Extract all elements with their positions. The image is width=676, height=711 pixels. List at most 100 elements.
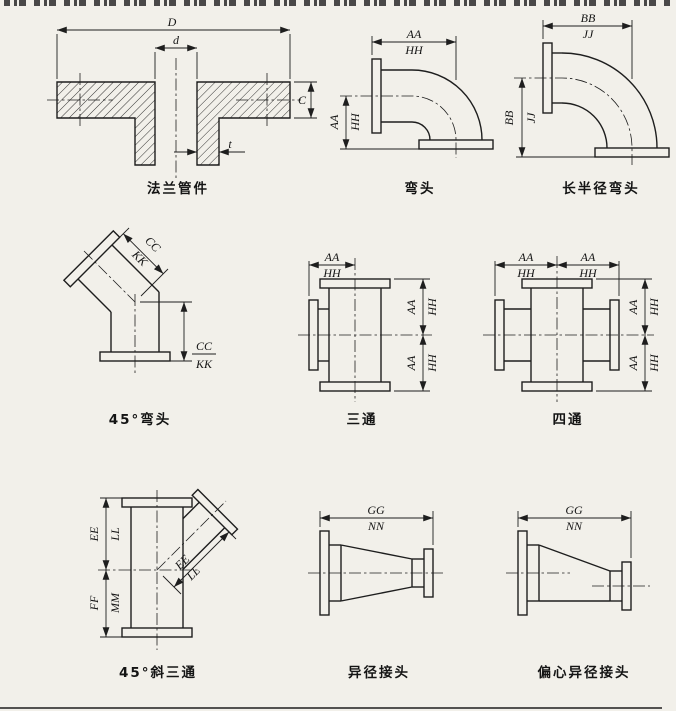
dim-label-AA: AA <box>406 27 422 41</box>
dim-label-AA: AA <box>626 299 640 315</box>
outline <box>517 530 632 616</box>
dim-label-HH: HH <box>578 266 598 280</box>
caption-45-lateral-tee: 45°斜三通 <box>119 664 197 681</box>
dimensions: EE LL FF MM EE LL <box>87 497 237 638</box>
dim-label-d: d <box>173 33 180 47</box>
flange-plate <box>418 139 494 150</box>
flange-plate <box>121 497 193 508</box>
hatched-section-right <box>196 81 291 166</box>
dim-label-HH: HH <box>348 112 362 132</box>
figure-45-lateral-tee: EE LL FF MM EE LL 45°斜三通 <box>87 488 239 681</box>
dimensions: GG NN <box>517 503 632 558</box>
figure-reducer: GG NN 异径接头 <box>308 503 446 681</box>
dim-label-HH: HH <box>322 266 342 280</box>
dim-label-LL: LL <box>108 527 122 542</box>
centerlines <box>98 490 227 650</box>
dim-label-KK: KK <box>129 247 152 270</box>
outline <box>494 278 620 392</box>
centerlines <box>298 258 432 402</box>
flange-plate <box>319 530 330 616</box>
dimensions: AA HH AA HH AA HH <box>308 250 439 392</box>
figure-elbow: AA HH AA HH 弯头 <box>327 27 494 197</box>
centerlines <box>483 256 654 402</box>
hatched-section-left <box>56 81 156 166</box>
dim-label-AA: AA <box>327 114 341 130</box>
dimensions: D d C t <box>56 15 317 156</box>
dimensions: CC KK CC KK <box>119 227 216 371</box>
flange-plate <box>319 278 391 289</box>
caption-cross: 四通 <box>553 412 584 428</box>
dim-label-BB: BB <box>581 11 596 25</box>
dim-label-FF: FF <box>87 595 101 611</box>
dim-label-HH: HH <box>425 353 439 373</box>
centerline <box>514 77 633 165</box>
dim-label-AA: AA <box>324 250 340 264</box>
centerlines <box>506 572 650 587</box>
dim-label-t: t <box>228 137 232 151</box>
dimensions: GG NN <box>319 503 434 545</box>
flange-plate <box>121 627 193 638</box>
flange-plate <box>494 299 505 371</box>
centerlines <box>83 250 136 374</box>
figure-flanged-fitting: D d C t 法兰管件 <box>47 15 317 197</box>
dim-label-NN: NN <box>565 519 583 533</box>
outline <box>542 42 670 158</box>
dim-label-JJ: JJ <box>583 27 594 41</box>
caption-eccentric-reducer: 偏心异径接头 <box>538 664 631 681</box>
dim-label-AA: AA <box>404 299 418 315</box>
dimensions: AA HH AA HH AA HH AA HH <box>494 250 661 392</box>
flange-plate <box>308 299 319 371</box>
flange-plate <box>319 381 391 392</box>
clipped-text-bottom <box>0 707 662 709</box>
dim-label-HH: HH <box>647 353 661 373</box>
dim-label-JJ: JJ <box>524 112 538 123</box>
figure-tee: AA HH AA HH AA HH 三通 <box>298 250 439 428</box>
dim-label-KK: KK <box>195 357 213 371</box>
dim-label-GG: GG <box>565 503 583 517</box>
centerline <box>340 95 457 158</box>
dim-label-AA: AA <box>518 250 534 264</box>
section-outline <box>56 81 291 166</box>
dimensions: BB JJ BB JJ <box>502 11 633 158</box>
flange-plate <box>609 299 620 371</box>
centerlines <box>47 58 301 180</box>
outline <box>62 229 171 362</box>
flange-plate <box>521 381 593 392</box>
flange-plate <box>62 229 121 288</box>
flange-plate <box>542 42 553 114</box>
dim-label-CC: CC <box>142 234 164 256</box>
dim-label-EE: EE <box>87 526 101 542</box>
dim-label-AA: AA <box>580 250 596 264</box>
figure-eccentric-reducer: GG NN 偏心异径接头 <box>506 503 650 681</box>
outline <box>308 278 391 392</box>
flange-plate <box>371 58 382 134</box>
dim-label-HH: HH <box>404 43 424 57</box>
dim-label-MM: MM <box>108 592 122 614</box>
flange-plate <box>517 530 528 616</box>
clipped-text-top <box>4 0 672 6</box>
dim-label-D: D <box>167 15 177 29</box>
dim-label-HH: HH <box>647 297 661 317</box>
flange-plate <box>621 561 632 611</box>
flange-plate <box>423 548 434 598</box>
caption-tee: 三通 <box>347 412 378 428</box>
flange-plate <box>521 278 593 289</box>
caption-long-radius-elbow: 长半径弯头 <box>562 180 640 197</box>
dim-label-HH: HH <box>516 266 536 280</box>
figure-long-radius-elbow: BB JJ BB JJ 长半径弯头 <box>502 11 670 197</box>
dim-label-BB: BB <box>502 110 516 125</box>
dim-label-CC: CC <box>196 339 213 353</box>
dimensions: AA HH AA HH <box>327 27 457 150</box>
outline <box>319 530 434 616</box>
dim-label-C: C <box>298 93 307 107</box>
caption-flange: 法兰管件 <box>147 180 209 197</box>
outline <box>371 58 494 150</box>
dim-label-AA: AA <box>404 355 418 371</box>
dim-label-AA: AA <box>626 355 640 371</box>
caption-45-elbow: 45°弯头 <box>109 411 172 428</box>
caption-elbow: 弯头 <box>405 180 436 197</box>
dim-label-GG: GG <box>367 503 385 517</box>
figure-45-elbow: CC KK CC KK 45°弯头 <box>62 227 216 428</box>
